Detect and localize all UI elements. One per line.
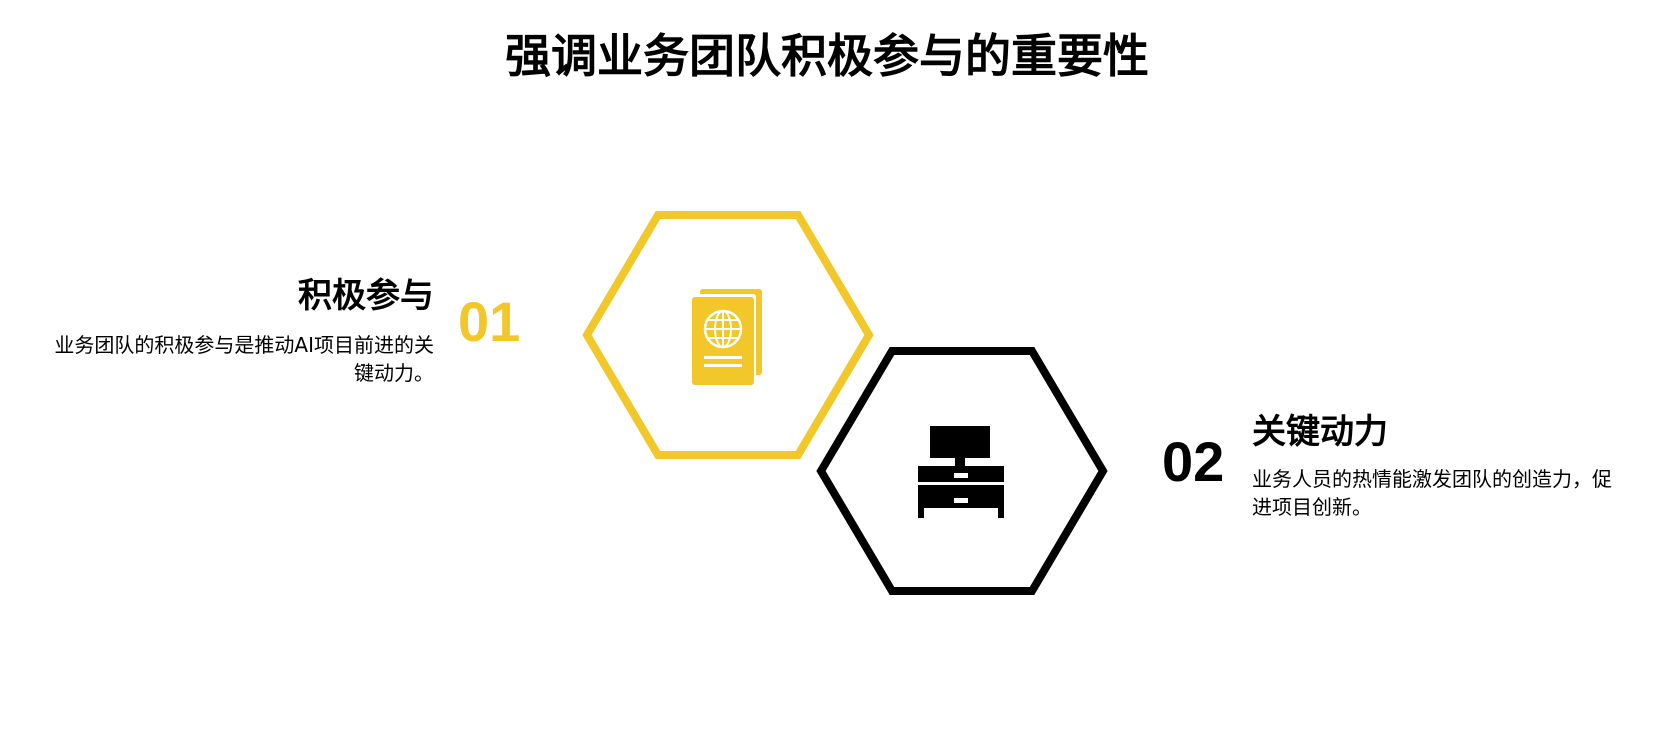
item-number-1: 01 [458,290,521,353]
item-description-2: 业务人员的热情能激发团队的创造力，促进项目创新。 [1252,467,1612,519]
item-title-2: 关键动力 [1252,412,1388,452]
item-title-1: 积极参与 [298,276,434,316]
page-title: 强调业务团队积极参与的重要性 [505,29,1149,83]
item-description-1: 业务团队的积极参与是推动AI项目前进的关键动力。 [54,333,434,385]
hexagon-black [816,347,1108,595]
passport-icon [692,289,762,385]
hexagon-yellow [582,211,874,459]
item-number-2: 02 [1162,430,1225,493]
workstation-icon [918,426,1004,518]
